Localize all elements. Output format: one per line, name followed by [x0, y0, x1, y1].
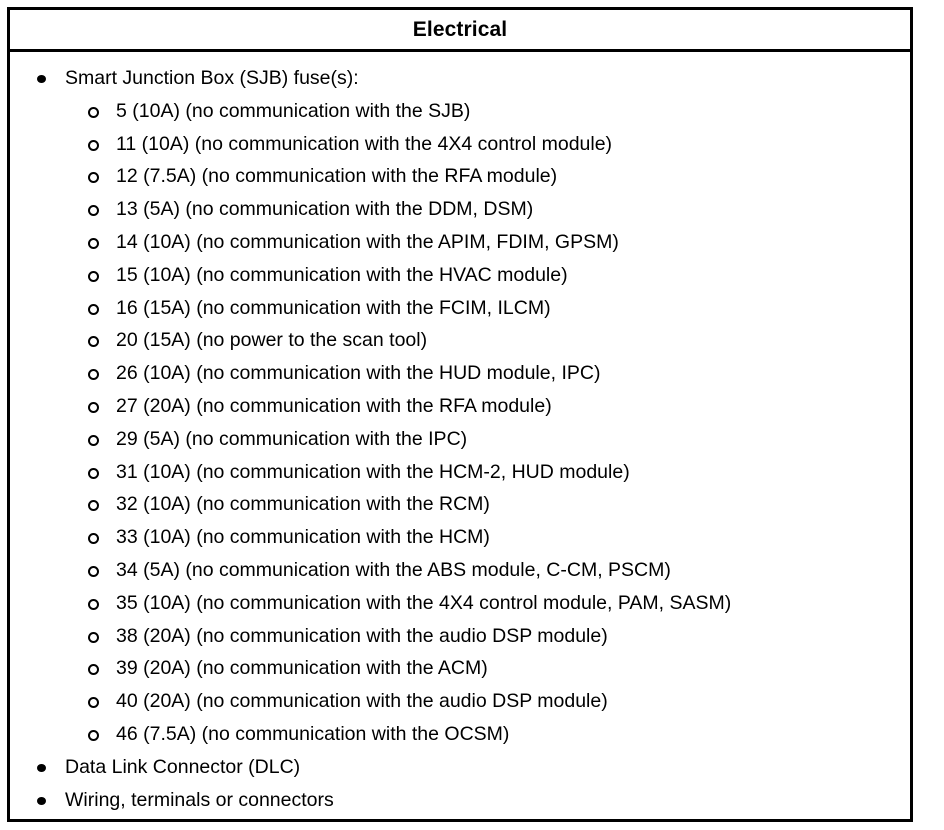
list-item-label: 27 (20A) (no communication with the RFA …	[116, 394, 552, 417]
list-item: 15 (10A) (no communication with the HVAC…	[10, 259, 910, 292]
list-item: 46 (7.5A) (no communication with the OCS…	[10, 718, 910, 751]
table-header: Electrical	[10, 10, 910, 52]
fuse-sublist: 5 (10A) (no communication with the SJB) 1…	[10, 95, 910, 751]
hollow-ring-icon	[88, 697, 99, 709]
hollow-ring-icon	[88, 729, 99, 741]
list-item-label: 31 (10A) (no communication with the HCM-…	[116, 460, 630, 483]
body-top-spacer	[10, 52, 910, 62]
list-item-label: 38 (20A) (no communication with the audi…	[116, 624, 608, 647]
table-body: Smart Junction Box (SJB) fuse(s): 5 (10A…	[10, 52, 910, 816]
hollow-ring-icon	[88, 565, 99, 577]
hollow-ring-icon	[88, 237, 99, 249]
hollow-ring-icon	[88, 434, 99, 446]
list-item-label: Smart Junction Box (SJB) fuse(s):	[65, 67, 359, 89]
list-item-label: 34 (5A) (no communication with the ABS m…	[116, 558, 671, 581]
hollow-ring-icon	[88, 664, 99, 676]
electrical-table: Electrical Smart Junction Box (SJB) fuse…	[7, 7, 913, 822]
list-item: 33 (10A) (no communication with the HCM)	[10, 521, 910, 554]
list-item: 14 (10A) (no communication with the APIM…	[10, 226, 910, 259]
list-item: Wiring, terminals or connectors	[10, 784, 910, 817]
list-item: 29 (5A) (no communication with the IPC)	[10, 423, 910, 456]
list-item: 39 (20A) (no communication with the ACM)	[10, 652, 910, 685]
page-title: Electrical	[412, 18, 508, 41]
hollow-ring-icon	[88, 336, 99, 348]
list-item: Data Link Connector (DLC)	[10, 751, 910, 784]
hollow-ring-icon	[88, 631, 99, 643]
list-item-sjb-fuses: Smart Junction Box (SJB) fuse(s):	[10, 62, 910, 95]
hollow-ring-icon	[88, 401, 99, 413]
list-item-label: 40 (20A) (no communication with the audi…	[116, 690, 608, 713]
list-item: 20 (15A) (no power to the scan tool)	[10, 324, 910, 357]
list-item: 40 (20A) (no communication with the audi…	[10, 685, 910, 718]
hollow-ring-icon	[88, 303, 99, 315]
hollow-ring-icon	[88, 139, 99, 151]
list-item: 11 (10A) (no communication with the 4X4 …	[10, 128, 910, 161]
list-item: 38 (20A) (no communication with the audi…	[10, 620, 910, 653]
list-item: 5 (10A) (no communication with the SJB)	[10, 95, 910, 128]
list-item: 16 (15A) (no communication with the FCIM…	[10, 292, 910, 325]
list-item: 26 (10A) (no communication with the HUD …	[10, 357, 910, 390]
filled-disc-icon	[37, 796, 46, 805]
list-item-label: 13 (5A) (no communication with the DDM, …	[116, 198, 534, 221]
list-item: 35 (10A) (no communication with the 4X4 …	[10, 587, 910, 620]
hollow-ring-icon	[88, 533, 99, 545]
list-item: 13 (5A) (no communication with the DDM, …	[10, 193, 910, 226]
list-item-label: 26 (10A) (no communication with the HUD …	[116, 362, 601, 385]
hollow-ring-icon	[88, 172, 99, 184]
list-item-label: Data Link Connector (DLC)	[65, 755, 301, 778]
trailing-list-items: Data Link Connector (DLC) Wiring, termina…	[10, 751, 910, 817]
hollow-ring-icon	[88, 500, 99, 512]
list-item-label: 39 (20A) (no communication with the ACM)	[116, 657, 488, 680]
filled-disc-icon	[37, 763, 46, 772]
hollow-ring-icon	[88, 598, 99, 610]
list-item: 31 (10A) (no communication with the HCM-…	[10, 456, 910, 489]
filled-disc-icon	[37, 75, 46, 83]
hollow-ring-icon	[88, 467, 99, 479]
list-item-label: 15 (10A) (no communication with the HVAC…	[116, 263, 568, 286]
list-item-label: 20 (15A) (no power to the scan tool)	[116, 329, 428, 352]
list-item: 12 (7.5A) (no communication with the RFA…	[10, 160, 910, 193]
list-item-label: 5 (10A) (no communication with the SJB)	[116, 99, 471, 122]
hollow-ring-icon	[88, 369, 99, 381]
list-item-label: 33 (10A) (no communication with the HCM)	[116, 526, 490, 549]
list-item-label: 11 (10A) (no communication with the 4X4 …	[116, 132, 613, 155]
hollow-ring-icon	[88, 205, 99, 217]
list-item-label: 35 (10A) (no communication with the 4X4 …	[116, 591, 732, 614]
list-item-label: 16 (15A) (no communication with the FCIM…	[116, 296, 551, 319]
list-item: 27 (20A) (no communication with the RFA …	[10, 390, 910, 423]
list-item-label: 12 (7.5A) (no communication with the RFA…	[116, 165, 558, 188]
list-item-label: 46 (7.5A) (no communication with the OCS…	[116, 722, 510, 745]
list-item: 32 (10A) (no communication with the RCM)	[10, 488, 910, 521]
list-item: 34 (5A) (no communication with the ABS m…	[10, 554, 910, 587]
list-item-label: Wiring, terminals or connectors	[65, 788, 334, 811]
list-item-label: 32 (10A) (no communication with the RCM)	[116, 493, 490, 516]
hollow-ring-icon	[88, 270, 99, 282]
hollow-ring-icon	[88, 106, 99, 118]
list-item-label: 29 (5A) (no communication with the IPC)	[116, 427, 468, 450]
list-item-label: 14 (10A) (no communication with the APIM…	[116, 230, 619, 253]
